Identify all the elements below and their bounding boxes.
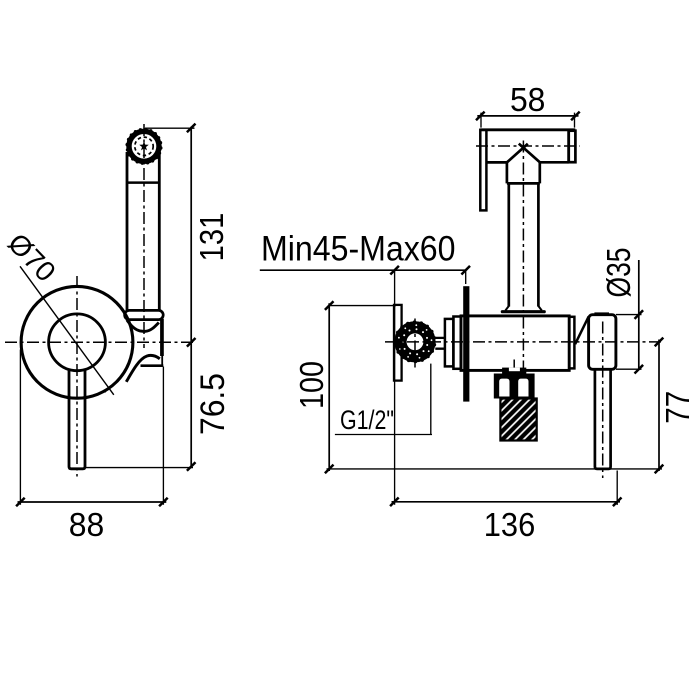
svg-text:76.5: 76.5: [194, 373, 232, 435]
svg-text:136: 136: [484, 506, 536, 543]
svg-text:131: 131: [193, 213, 230, 262]
svg-text:58: 58: [510, 81, 546, 118]
svg-text:88: 88: [69, 506, 105, 543]
svg-text:77: 77: [659, 391, 696, 424]
svg-text:Min45-Max60: Min45-Max60: [261, 230, 456, 269]
svg-text:Ø35: Ø35: [601, 248, 638, 298]
svg-text:G1/2": G1/2": [340, 405, 394, 435]
svg-text:100: 100: [293, 361, 330, 409]
